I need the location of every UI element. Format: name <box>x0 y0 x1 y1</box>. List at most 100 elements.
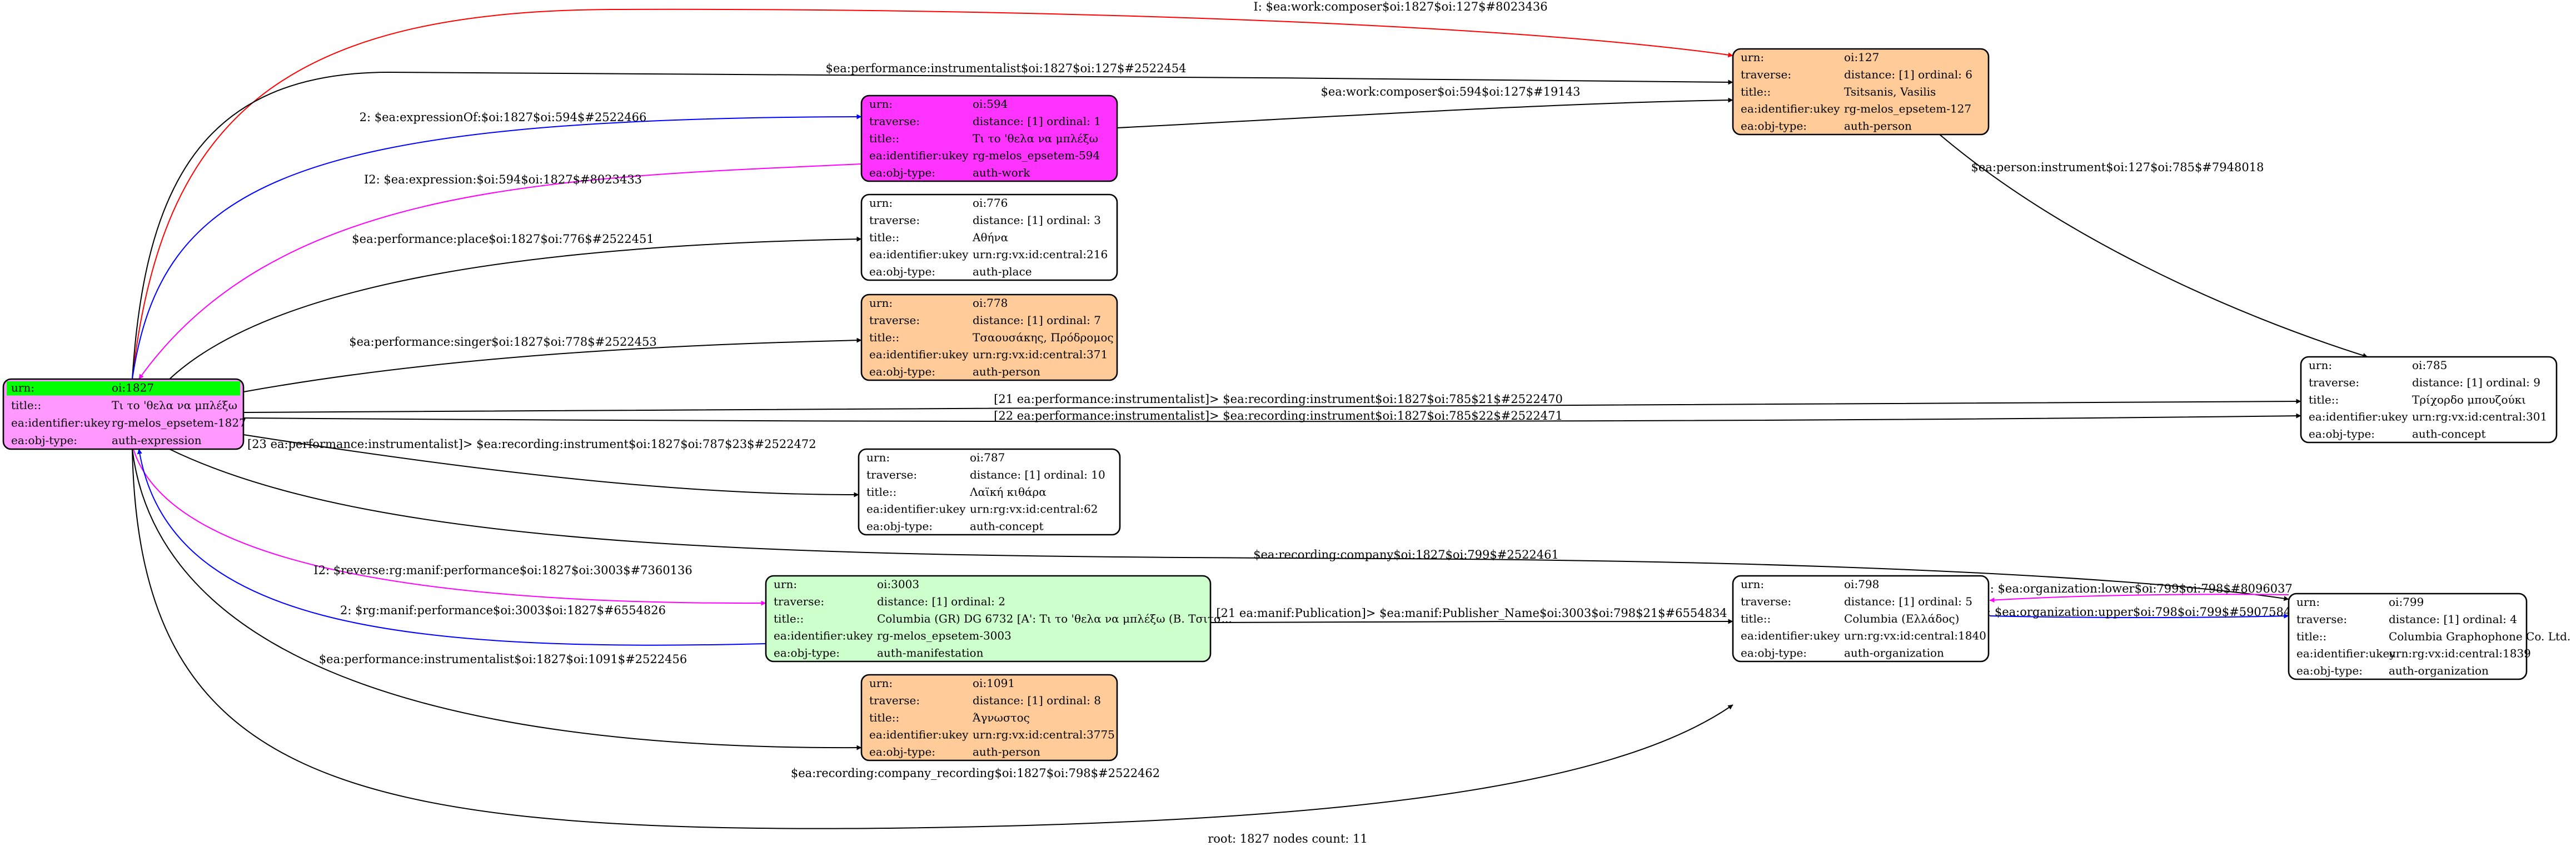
edge-n1827-to-n1091[interactable]: $ea:performance:instrumentalist$oi:1827$… <box>132 449 862 750</box>
node-field-value: distance: [1] ordinal: 4 <box>2389 613 2517 626</box>
edge-line <box>169 236 862 380</box>
edges-layer: I: $ea:work:composer$oi:1827$oi:127$#802… <box>132 0 2368 829</box>
edge-label: $ea:performance:instrumentalist$oi:1827$… <box>319 653 687 666</box>
edge-n1827-to-n785[interactable]: [22 ea:performance:instrumentalist]> $ea… <box>243 409 2301 422</box>
node-field-label: urn: <box>1741 51 1764 64</box>
node-field-label: urn: <box>869 196 893 210</box>
edge-n1827-to-n787[interactable]: [23 ea:performance:instrumentalist]> $ea… <box>243 434 859 497</box>
node-field-label: ea:identifier:ukey <box>866 502 966 516</box>
edge-label: 2: $ea:expressionOf:$oi:1827$oi:594$#252… <box>360 111 647 124</box>
edge-label: $ea:recording:company_recording$oi:1827$… <box>791 767 1160 780</box>
node-field-label: title:: <box>2309 393 2339 406</box>
edge-n799-to-n798[interactable]: I2: $ea:organization:lower$oi:799$oi:798… <box>1978 582 2293 603</box>
node-field-label: traverse: <box>869 694 920 707</box>
node-field-value: auth-concept <box>970 519 1043 533</box>
node-box <box>860 193 1118 281</box>
node-field-label: urn: <box>1741 578 1764 591</box>
node-field-value: urn:rg:vx:id:central:216 <box>973 248 1108 261</box>
node-field-value: oi:799 <box>2389 595 2424 609</box>
node-field-value: oi:785 <box>2412 359 2447 372</box>
node-field-value: rg-melos_epsetem-3003 <box>877 629 1012 643</box>
graph-footer: root: 1827 nodes count: 11 <box>1208 832 1368 845</box>
node-field-label: urn: <box>2296 595 2320 609</box>
node-n799[interactable]: urn: oi:799 traverse: distance: [1] ordinal… <box>2288 593 2570 680</box>
node-field-value: urn:rg:vx:id:central:301 <box>2412 410 2547 424</box>
edge-line <box>243 399 2301 413</box>
edge-label: $ea:performance:instrumentalist$oi:1827$… <box>825 62 1186 75</box>
node-field-label: ea:obj-type: <box>869 365 935 378</box>
node-field-label: ea:obj-type: <box>2296 664 2363 677</box>
edge-line <box>1210 619 1733 624</box>
node-field-label: ea:identifier:ukey <box>11 416 111 430</box>
edge-label: I2: $ea:expression:$oi:594$oi:1827$#8023… <box>364 173 642 186</box>
node-field-label: traverse: <box>866 468 917 481</box>
edge-n1827-to-n785[interactable]: [21 ea:performance:instrumentalist]> $ea… <box>243 392 2301 413</box>
node-field-label: ea:identifier:ukey <box>869 348 969 361</box>
node-field-label: ea:identifier:ukey <box>1741 102 1840 116</box>
edge-n1827-to-n778[interactable]: $ea:performance:singer$oi:1827$oi:778$#2… <box>243 335 862 392</box>
node-field-value: distance: [1] ordinal: 3 <box>973 213 1101 227</box>
node-box <box>860 293 1118 381</box>
edge-label: [23 ea:performance:instrumentalist]> $ea… <box>247 437 816 451</box>
node-field-value: distance: [1] ordinal: 1 <box>973 115 1101 128</box>
node-field-value: distance: [1] ordinal: 6 <box>1844 68 1972 81</box>
edge-n1827-to-n127[interactable]: I: $ea:work:composer$oi:1827$oi:127$#802… <box>132 0 1733 380</box>
node-field-value: auth-organization <box>2389 664 2489 677</box>
node-field-value: distance: [1] ordinal: 9 <box>2412 376 2540 389</box>
node-field-label: ea:obj-type: <box>869 265 935 278</box>
edge-line <box>132 8 1733 380</box>
node-field-value: Τι το 'θελα να μπλέξω <box>112 399 237 412</box>
node-field-value: rg-melos_epsetem-594 <box>973 149 1100 162</box>
node-field-value: distance: [1] ordinal: 2 <box>877 595 1005 608</box>
edge-label: 2: $ea:organization:upper$oi:798$oi:799$… <box>1980 605 2291 619</box>
node-field-label: ea:identifier:ukey <box>869 728 969 741</box>
node-field-value: urn:rg:vx:id:central:3775 <box>973 728 1115 741</box>
edge-n1827-to-n798[interactable]: $ea:recording:company_recording$oi:1827$… <box>132 449 1733 829</box>
node-field-value: Τσαουσάκης, Πρόδρομος <box>973 331 1114 344</box>
edge-label: $ea:performance:place$oi:1827$oi:776$#25… <box>352 232 654 246</box>
edge-n127-to-n785[interactable]: $ea:person:instrument$oi:127$oi:785$#794… <box>1939 134 2368 358</box>
row-highlight <box>7 381 240 396</box>
node-field-value: auth-concept <box>2412 427 2485 440</box>
edge-n1827-to-n799[interactable]: $ea:recording:company$oi:1827$oi:799$#25… <box>169 449 2289 601</box>
node-field-label: ea:identifier:ukey <box>869 149 969 162</box>
node-field-label: traverse: <box>2296 613 2347 626</box>
node-field-value: Tsitsanis, Vasilis <box>1844 85 1936 98</box>
edge-n594-to-n127[interactable]: $ea:work:composer$oi:594$oi:127$#19143 <box>1117 85 1733 128</box>
edge-n594-to-n1827[interactable]: I2: $ea:expression:$oi:594$oi:1827$#8023… <box>138 163 862 380</box>
edge-n1827-to-n3003[interactable]: I2: $reverse:rg:manif:performance$oi:182… <box>133 449 766 606</box>
node-field-label: ea:identifier:ukey <box>774 629 873 643</box>
node-field-label: traverse: <box>774 595 824 608</box>
node-field-label: urn: <box>2309 359 2332 372</box>
node-field-value: rg-melos_epsetem-1827 <box>112 416 246 430</box>
edge-n798-to-n799[interactable]: 2: $ea:organization:upper$oi:798$oi:799$… <box>1980 605 2291 619</box>
edge-n3003-to-n1827[interactable]: 2: $rg:manif:performance$oi:3003$oi:1827… <box>137 449 766 646</box>
node-box <box>858 448 1121 536</box>
node-field-label: ea:obj-type: <box>2309 427 2375 440</box>
node-field-value: Columbia Graphophone Co. Ltd. <box>2389 630 2570 643</box>
node-box <box>860 94 1118 182</box>
node-field-value: distance: [1] ordinal: 10 <box>970 468 1105 481</box>
node-field-label: ea:obj-type: <box>1741 646 1807 659</box>
edge-n3003-to-n798[interactable]: [21 ea:manif:Publication]> $ea:manif:Pub… <box>1210 606 1733 624</box>
edge-n1827-to-n594[interactable]: 2: $ea:expressionOf:$oi:1827$oi:594$#252… <box>132 111 862 380</box>
edge-label: I2: $reverse:rg:manif:performance$oi:182… <box>313 564 692 577</box>
node-field-value: oi:1091 <box>973 676 1015 690</box>
edge-line <box>138 163 862 380</box>
edge-n1827-to-n776[interactable]: $ea:performance:place$oi:1827$oi:776$#25… <box>169 232 862 380</box>
node-box <box>1732 48 1990 136</box>
node-box <box>2 378 245 450</box>
edge-line <box>243 434 859 497</box>
node-field-label: title:: <box>11 399 41 412</box>
